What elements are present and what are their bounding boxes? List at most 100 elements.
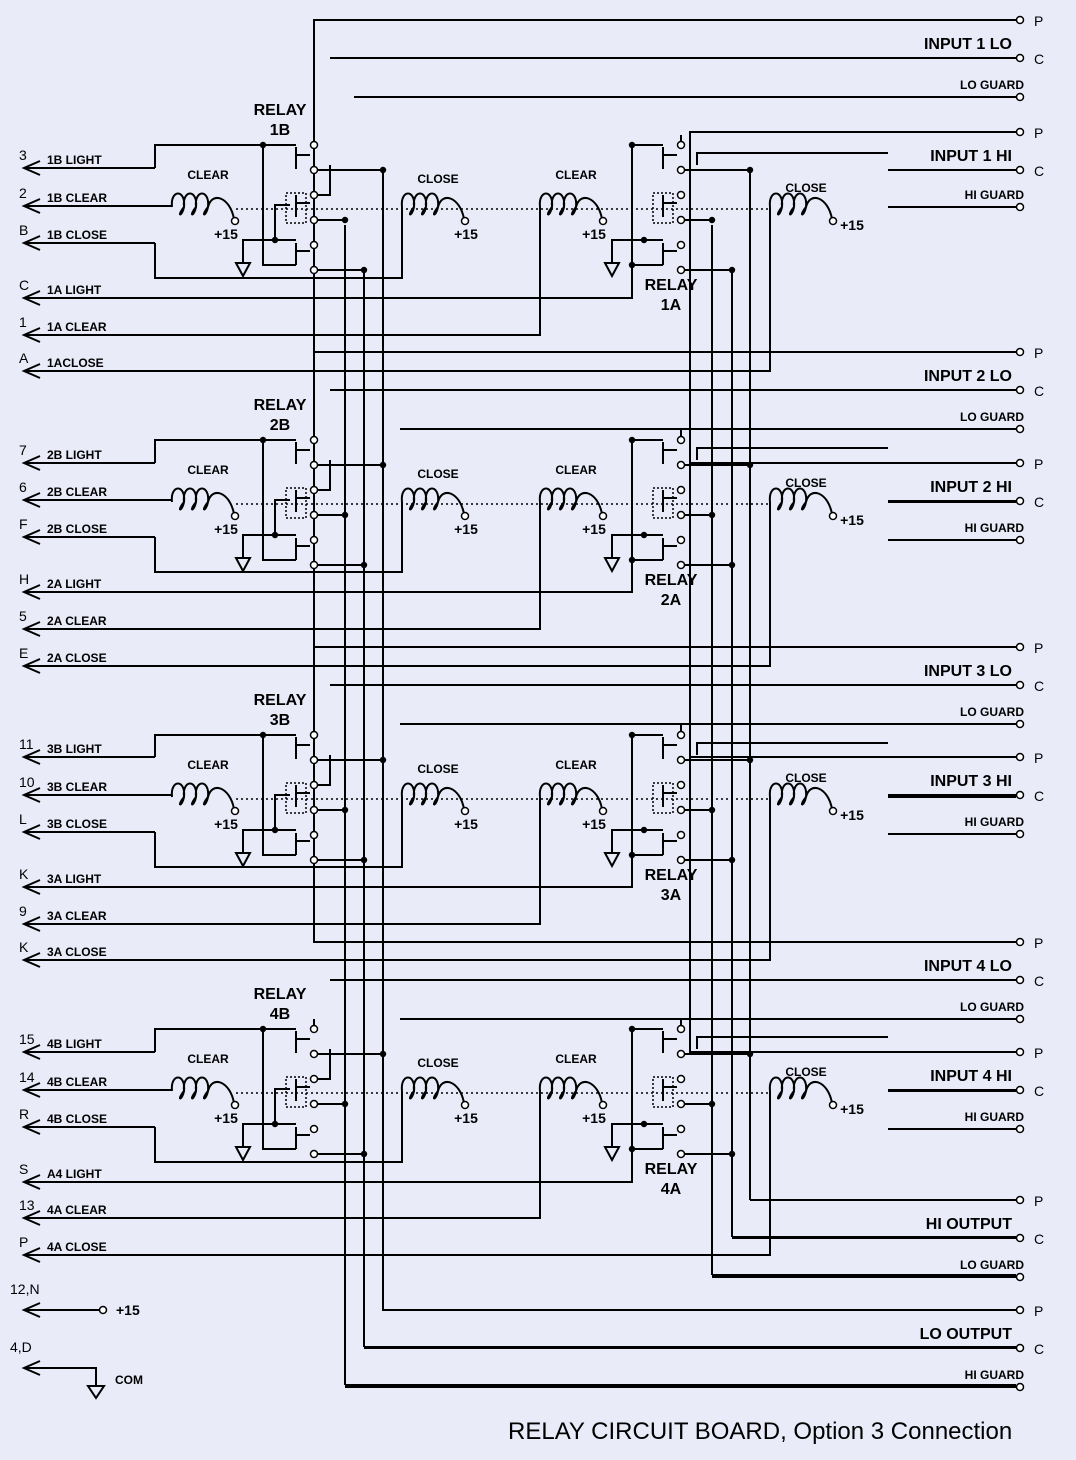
ground-a-wire bbox=[611, 239, 663, 249]
relay-b-blade bbox=[295, 1079, 310, 1088]
signal-label: 1A CLEAR bbox=[47, 320, 107, 334]
pin-number: E bbox=[19, 645, 28, 661]
pin-number: 12,N bbox=[10, 1281, 40, 1297]
signal-label: 4A CLEAR bbox=[47, 1203, 107, 1217]
junction-dot bbox=[341, 511, 349, 519]
close-coil-label: CLOSE bbox=[785, 771, 826, 785]
pin-number: 4,D bbox=[10, 1339, 32, 1355]
relay-b-title: RELAY bbox=[254, 692, 307, 709]
relay-a-contact bbox=[676, 1124, 686, 1134]
junction-dot bbox=[628, 436, 636, 444]
relay-a-contact bbox=[676, 485, 686, 495]
terminal-c bbox=[1015, 165, 1025, 175]
pin-number: K bbox=[19, 939, 29, 955]
close-a-wire bbox=[155, 797, 771, 961]
guard-label: LO GUARD bbox=[960, 78, 1024, 92]
arrow-head bbox=[21, 363, 41, 379]
coil-terminal bbox=[598, 806, 608, 816]
terminal-p bbox=[1015, 1305, 1025, 1315]
signal-label: 4B CLEAR bbox=[47, 1075, 107, 1089]
clear-coil-label: CLEAR bbox=[187, 463, 229, 477]
relay-a-actuator bbox=[652, 487, 674, 519]
relay-a-contact bbox=[676, 855, 686, 865]
pin-p-label: P bbox=[1034, 125, 1043, 141]
coil-terminal bbox=[460, 511, 470, 521]
supply-label: +15 bbox=[214, 816, 238, 832]
signal-label: 4A CLOSE bbox=[47, 1240, 107, 1254]
relay-a-blade bbox=[662, 243, 677, 252]
wire-p bbox=[689, 140, 1016, 1053]
arrow-head bbox=[21, 455, 41, 471]
relay-b-blade bbox=[295, 442, 310, 451]
arrow-head bbox=[21, 749, 41, 765]
arrow-head bbox=[21, 529, 41, 545]
power-terminal bbox=[98, 1305, 108, 1315]
arrow-head bbox=[21, 916, 41, 932]
junction-dot bbox=[259, 436, 267, 444]
relay-b-id: 3B bbox=[270, 712, 290, 729]
arrow-head bbox=[21, 1360, 41, 1376]
arrow-head bbox=[21, 327, 41, 343]
arrow-head bbox=[21, 492, 41, 508]
junction-dot bbox=[271, 531, 279, 539]
supply-label: +15 bbox=[454, 1110, 478, 1126]
junction-dot bbox=[640, 1120, 648, 1128]
relay-b-contact bbox=[309, 165, 319, 175]
terminal-c bbox=[1015, 790, 1025, 800]
pin-number: 3 bbox=[19, 147, 27, 163]
relay-b-actuator bbox=[285, 192, 307, 224]
pin-number: 2 bbox=[19, 185, 27, 201]
relay-b-blade bbox=[295, 785, 310, 794]
relay-b-bus bbox=[262, 735, 296, 856]
group-title: INPUT 4 HI bbox=[930, 1068, 1012, 1085]
junction-dot bbox=[628, 556, 636, 564]
relay-a-contact bbox=[676, 1074, 686, 1084]
coil-terminal bbox=[828, 806, 838, 816]
relay-b-contact bbox=[309, 435, 319, 445]
input-c-link bbox=[314, 460, 331, 491]
input-c-link bbox=[314, 165, 331, 196]
pin-p-label: P bbox=[1034, 640, 1043, 656]
supply-label: +15 bbox=[214, 521, 238, 537]
relay-b-contact bbox=[309, 805, 319, 815]
relay-a-contact bbox=[676, 1099, 686, 1109]
arrow-head bbox=[21, 1302, 41, 1318]
relay-a-id: 2A bbox=[661, 592, 682, 609]
junction-dot bbox=[271, 236, 279, 244]
pin-number: C bbox=[19, 277, 29, 293]
relay-b-contact bbox=[309, 190, 319, 200]
relay-b-blade bbox=[295, 737, 310, 746]
pin-number: 9 bbox=[19, 903, 27, 919]
junction-dot bbox=[259, 731, 267, 739]
ground-icon bbox=[234, 1146, 252, 1163]
supply-label: +15 bbox=[454, 521, 478, 537]
guard-label: LO GUARD bbox=[960, 705, 1024, 719]
guard-label: LO GUARD bbox=[960, 410, 1024, 424]
relay-b-feed bbox=[274, 794, 290, 830]
arrow-head bbox=[21, 824, 41, 840]
group-title: INPUT 1 HI bbox=[930, 148, 1012, 165]
arrow-head bbox=[21, 1044, 41, 1060]
wiring-layer bbox=[24, 19, 1016, 1388]
terminal-c bbox=[1015, 53, 1025, 63]
input-hi-link bbox=[696, 742, 888, 755]
terminal-p bbox=[1015, 1195, 1025, 1205]
arrow-head bbox=[21, 879, 41, 895]
guard-label: HI GUARD bbox=[965, 1110, 1025, 1124]
close-coil-label: CLOSE bbox=[785, 1065, 826, 1079]
relay-b-actuator bbox=[285, 782, 307, 814]
relay-b-blade bbox=[295, 490, 310, 499]
junction-dot bbox=[640, 236, 648, 244]
close-a-wire bbox=[155, 502, 771, 667]
junction-dot bbox=[341, 1100, 349, 1108]
relay-a-blade bbox=[662, 195, 677, 204]
group-title: INPUT 2 LO bbox=[924, 368, 1012, 385]
terminal-p bbox=[1015, 458, 1025, 468]
signal-label: 3B CLEAR bbox=[47, 780, 107, 794]
coil-terminal bbox=[828, 511, 838, 521]
relay-b-actuator bbox=[285, 487, 307, 519]
relay-a-blade bbox=[662, 1127, 677, 1136]
coil-terminal bbox=[230, 511, 240, 521]
group-title: INPUT 3 HI bbox=[930, 773, 1012, 790]
relay-a-actuator bbox=[652, 1076, 674, 1108]
